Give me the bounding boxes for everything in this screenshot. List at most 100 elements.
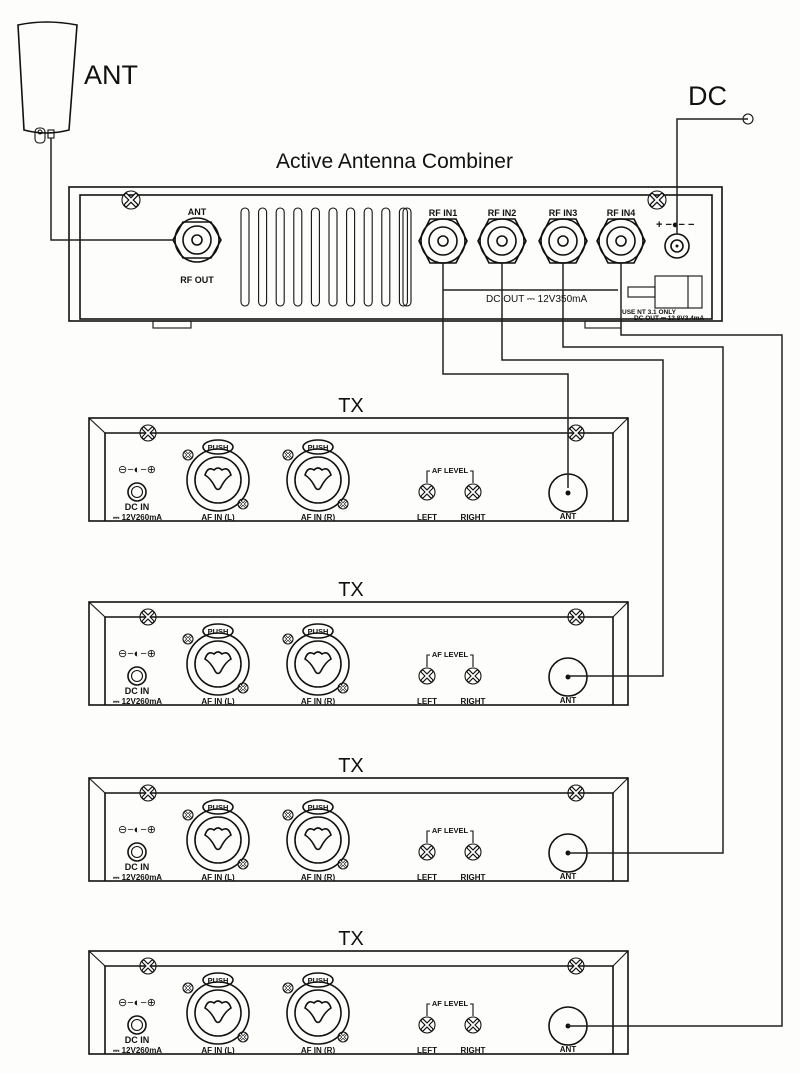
vent-slot [275,207,285,307]
tx-dc-jack-outer [127,666,147,686]
screw-head [464,483,482,501]
xlr-inner-ring [194,640,242,688]
xlr-screw [182,982,194,994]
tx-screw-left [139,784,157,802]
rf-input-inner-ring [606,226,636,256]
screw-head [337,682,349,694]
xlr-screw [282,449,294,461]
dc-label: DC [688,81,727,111]
tx-bevel-left [88,950,106,967]
screw-head [182,982,194,994]
xlr-outer-ring [286,632,350,696]
rf-out-ring [174,217,220,263]
tx-dc-polarity: ⊖−◐−⊕ [118,824,156,836]
screw-head [237,858,249,870]
antenna-label: ANT [84,60,138,90]
push-label: PUSH [308,627,329,636]
vent-slot [398,207,408,307]
tx-dc-jack-inner [130,669,144,683]
screw-head [337,858,349,870]
af-level-label: AF LEVEL [432,466,469,475]
rf-input-ring [420,218,466,264]
af-level-bracket-right [470,830,474,843]
xlr-screw [182,633,194,645]
af-level-right-knob [464,843,482,861]
screw-head [139,608,157,626]
rf-input-ring [479,218,525,264]
xlr-screw [237,498,249,510]
af-level-right-label: RIGHT [461,513,486,522]
screw-cross-inner [142,611,154,623]
xlr-screw [337,498,349,510]
xlr-socket [204,1000,232,1024]
xlr-screw [282,633,294,645]
xlr-inner-ring [294,456,342,504]
vent-slot [402,207,412,307]
xlr-outer-ring [286,808,350,872]
screw-cross-inner [239,684,247,692]
xlr-screw [237,858,249,870]
screw-head [121,190,141,210]
rf-input-label: RF IN4 [607,208,636,218]
rf-input-inner-ring [428,226,458,256]
cable-rf-in2-to-tx2 [501,262,664,677]
screw-head [182,633,194,645]
tx-label: TX [338,395,364,417]
screw-head [567,957,585,975]
screw-cross-inner [467,1019,479,1031]
rf-input-pin [557,235,569,247]
screw-head [182,449,194,461]
af-level-bracket-right [470,470,474,483]
screw-cross-inner [184,811,192,819]
af-level-label: AF LEVEL [432,826,469,835]
rf-input-hex-nut [538,218,588,264]
tx-dc-in-label: DC IN [125,502,150,512]
dc-jack-inner [670,239,684,253]
push-label: PUSH [308,443,329,452]
push-latch [202,799,234,815]
xlr-inner-ring [194,989,242,1037]
screw-cross-inner [239,500,247,508]
screw-cross-inner [339,500,347,508]
screw-head [237,498,249,510]
af-level-left-knob [418,843,436,861]
screw-cross-inner [421,846,433,858]
push-label: PUSH [208,803,229,812]
dc-jack-pin [675,244,679,248]
af-level-right-label: RIGHT [461,697,486,706]
xlr-socket [304,1000,332,1024]
xlr-socket [204,651,232,675]
xlr-screw [337,682,349,694]
tx-bevel-left [88,417,106,434]
xlr-screw [282,809,294,821]
push-latch [302,972,334,988]
af-in-label: AF IN (L) [201,513,235,522]
vent-slot [240,207,250,307]
screw-cross-inner [184,451,192,459]
rf-input-4: RF IN4 [596,208,646,264]
tx-screw-right [567,957,585,975]
tx-dc-jack-inner [130,1018,144,1032]
rf-input-pin [496,235,508,247]
tx-ant-label: ANT [560,1045,577,1054]
screw-cross-inner [184,635,192,643]
tx-dc-in-label: DC IN [125,686,150,696]
rf-input-hex-nut [477,218,527,264]
screw-head [418,483,436,501]
xlr-inner-ring [294,640,342,688]
cable-rf-in4-to-tx4 [568,262,783,1027]
tx-screw-right [567,608,585,626]
screw-cross-inner [570,960,582,972]
tx-dc-polarity: ⊖−◐−⊕ [118,648,156,660]
af-level-left-label: LEFT [417,513,437,522]
tx-bevel-right [612,601,629,618]
